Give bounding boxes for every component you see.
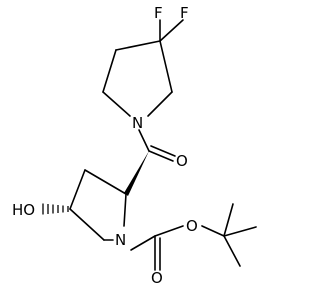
bond-carbonyl-double-1 (148, 150, 174, 162)
bond-namide-to-carbonyl-c (138, 129, 150, 152)
bond-namide-to-ch2c (147, 91, 173, 117)
bond-tbu-methyl-down (223, 235, 241, 267)
bond-ch2a-to-ch2b (102, 49, 117, 93)
wedge-c2-to-carbonyl (124, 151, 149, 196)
bond-ch2b-to-namide (102, 91, 131, 117)
bond-tbu-methyl-up (223, 203, 234, 237)
bond-oester-to-tbu-c (201, 225, 225, 237)
bond-c3-to-c4 (69, 169, 86, 210)
bond-carbonyl-double-2 (150, 145, 176, 157)
bond-nring-to-c2 (123, 193, 127, 227)
atom-label-f1: F (154, 4, 163, 22)
atom-label-hydroxyl: HO (12, 201, 35, 219)
hashed-bond-c4-to-oh (42, 203, 69, 215)
bond-c4-to-c5 (69, 208, 105, 241)
atom-label-o-ester: O (186, 217, 198, 235)
atom-label-o-boc-carbonyl: O (151, 269, 163, 287)
atom-label-o-carbonyl: O (176, 152, 188, 170)
atom-label-n-ring: N (115, 231, 126, 249)
atom-label-n-amide: N (132, 114, 143, 132)
bond-tbu-methyl-right (223, 226, 257, 237)
bond-c2-to-c3 (84, 169, 127, 195)
bond-ch2c-to-cf (159, 40, 173, 93)
bond-nring-to-boc-c (130, 235, 156, 251)
structure-diagram: F F N O HO N O O (12, 4, 257, 287)
molecule-canvas: F F N O HO N O O (12, 4, 257, 287)
bond-cf-to-ch2a (115, 40, 161, 51)
bond-cf-to-f2 (159, 19, 184, 42)
atom-label-f2: F (180, 4, 189, 22)
bond-boc-c-to-oester (154, 225, 184, 237)
